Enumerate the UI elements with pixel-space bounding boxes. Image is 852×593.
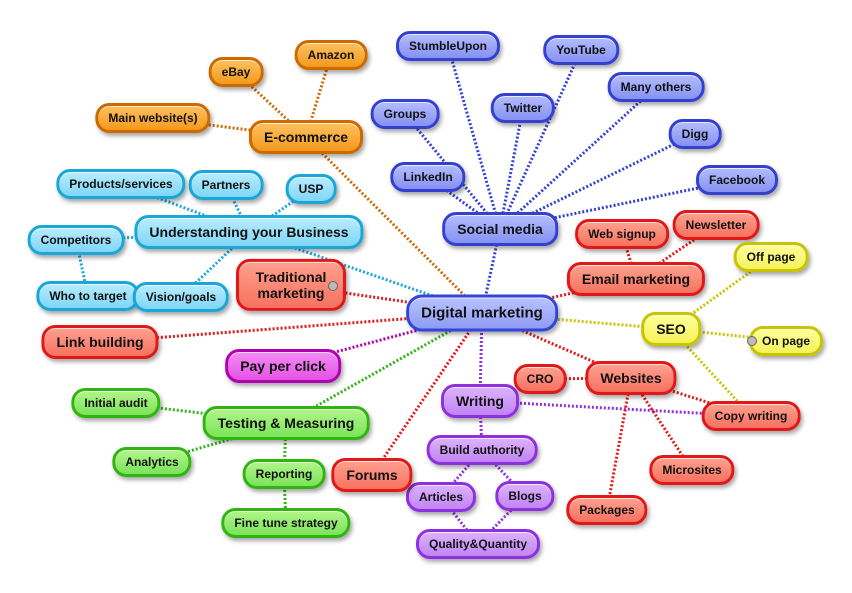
collapse-handle-icon[interactable] [328, 281, 338, 291]
connector-social_media-twitter [498, 107, 525, 230]
node-facebook[interactable]: Facebook [695, 165, 779, 195]
node-understanding-your-business[interactable]: Understanding your Business [134, 215, 364, 249]
node-seo[interactable]: SEO [641, 312, 701, 346]
connector-websites-packages [605, 377, 633, 511]
node-pay-per-click[interactable]: Pay per click [225, 349, 341, 383]
node-traditional-marketing[interactable]: Traditional marketing [236, 258, 346, 312]
node-microsites[interactable]: Microsites [649, 455, 735, 485]
node-reporting[interactable]: Reporting [242, 459, 326, 489]
node-build-authority[interactable]: Build authority [426, 435, 538, 465]
node-cro[interactable]: CRO [513, 364, 567, 394]
connector-social_media-youtube [498, 49, 583, 230]
connector-digital_marketing-websites [481, 311, 632, 380]
node-writing[interactable]: Writing [441, 384, 519, 418]
node-newsletter[interactable]: Newsletter [672, 210, 760, 240]
node-copy-writing[interactable]: Copy writing [701, 401, 801, 431]
node-competitors[interactable]: Competitors [27, 225, 125, 255]
connector-writing-copy_writing [479, 399, 752, 418]
connector-social_media-many_others [498, 85, 658, 231]
node-partners[interactable]: Partners [188, 170, 264, 200]
node-products-services[interactable]: Products/services [56, 169, 186, 199]
node-linkedin[interactable]: LinkedIn [390, 162, 466, 192]
node-stumbleupon[interactable]: StumbleUpon [396, 31, 500, 61]
node-articles[interactable]: Articles [405, 482, 477, 512]
node-who-to-target[interactable]: Who to target [36, 281, 140, 311]
node-initial-audit[interactable]: Initial audit [71, 388, 161, 418]
node-packages[interactable]: Packages [566, 495, 648, 525]
node-forums[interactable]: Forums [331, 458, 413, 492]
connector-blogs-quality_quantity [476, 494, 527, 546]
connector-social_media-groups [403, 113, 502, 230]
node-blogs[interactable]: Blogs [495, 481, 555, 511]
node-vision-goals[interactable]: Vision/goals [132, 282, 230, 312]
node-digg[interactable]: Digg [668, 119, 722, 149]
node-many-others[interactable]: Many others [607, 72, 705, 102]
node-analytics[interactable]: Analytics [112, 447, 192, 477]
node-social-media[interactable]: Social media [442, 212, 558, 246]
node-on-page[interactable]: On page [748, 326, 824, 356]
node-twitter[interactable]: Twitter [490, 93, 556, 123]
connector-social_media-stumbleupon [446, 45, 502, 230]
connector-digital_marketing-forums [370, 312, 484, 476]
connector-digital_marketing-e_commerce [304, 135, 484, 315]
collapse-handle-icon[interactable] [747, 336, 757, 346]
node-amazon[interactable]: Amazon [294, 40, 368, 70]
node-usp[interactable]: USP [285, 174, 337, 204]
node-quality-quantity[interactable]: Quality&Quantity [415, 529, 541, 559]
node-e-commerce[interactable]: E-commerce [248, 120, 364, 154]
node-off-page[interactable]: Off page [733, 242, 809, 272]
node-websites[interactable]: Websites [585, 361, 677, 395]
connector-social_media-linkedin [427, 175, 501, 231]
node-fine-tune-strategy[interactable]: Fine tune strategy [221, 508, 351, 538]
node-youtube[interactable]: YouTube [543, 35, 619, 65]
node-web-signup[interactable]: Web signup [575, 219, 669, 249]
node-email-marketing[interactable]: Email marketing [566, 262, 706, 296]
node-main-website[interactable]: Main website(s) [95, 103, 211, 133]
node-groups[interactable]: Groups [370, 99, 440, 129]
node-digital-marketing[interactable]: Digital marketing [406, 294, 558, 332]
node-testing-measuring[interactable]: Testing & Measuring [202, 406, 370, 440]
node-ebay[interactable]: eBay [208, 57, 264, 87]
node-link-building[interactable]: Link building [41, 325, 159, 359]
